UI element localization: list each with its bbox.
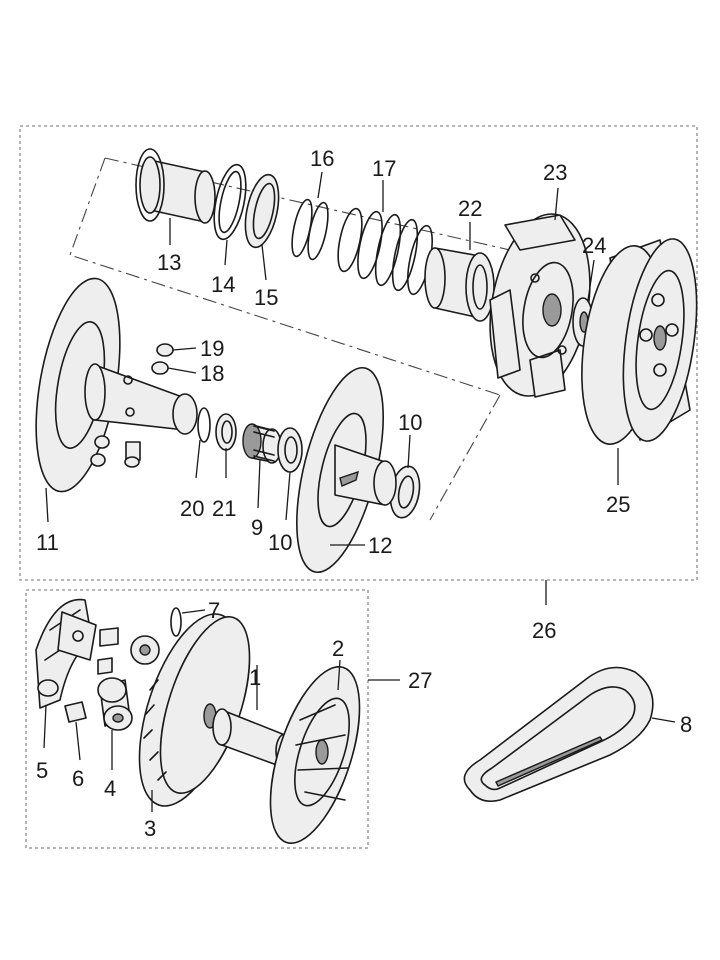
callout-24: 24 [582, 233, 606, 258]
leader-lines [43, 171, 676, 812]
group-27-box [25, 589, 369, 849]
callout-26: 26 [532, 618, 556, 643]
callout-17: 17 [372, 156, 396, 181]
callout-21: 21 [212, 496, 236, 521]
callout-4: 4 [104, 776, 116, 801]
spacer-part-21 [215, 413, 237, 451]
clutch-bell-part-25 [581, 238, 698, 445]
callout-13: 13 [157, 250, 181, 275]
drive-face-part-3 [138, 613, 251, 807]
slider-part-6 [64, 701, 87, 723]
callout-23: 23 [543, 160, 567, 185]
collar-part-13 [135, 148, 216, 224]
circlip-part-20 [197, 407, 211, 443]
washer-part-14 [213, 163, 247, 241]
drive-belt-part-8 [463, 666, 654, 803]
needle-bearing-part-9 [242, 423, 282, 464]
callout-1: 1 [249, 665, 261, 690]
pin-part-19 [156, 343, 174, 357]
o-ring-part-16 [291, 198, 329, 261]
callout-19: 19 [200, 336, 224, 361]
movable-sheave-part-12 [296, 366, 397, 574]
callout-25: 25 [606, 492, 630, 517]
roller-weight [130, 635, 160, 665]
callout-3: 3 [144, 816, 156, 841]
callout-10a: 10 [398, 410, 422, 435]
spring-part-17 [337, 207, 433, 296]
slide-pieces [90, 435, 141, 468]
callout-20: 20 [180, 496, 204, 521]
callout-12: 12 [368, 533, 392, 558]
pin-part-18 [151, 361, 169, 375]
bearing-part-22 [424, 247, 495, 322]
callout-7: 7 [208, 598, 220, 623]
callout-14: 14 [211, 272, 235, 297]
callout-22: 22 [458, 196, 482, 221]
callout-15: 15 [254, 285, 278, 310]
callout-8: 8 [680, 712, 692, 737]
callout-6: 6 [72, 766, 84, 791]
roller-weight-part-4 [97, 677, 133, 731]
callout-9: 9 [251, 515, 263, 540]
callout-5: 5 [36, 758, 48, 783]
callout-10b: 10 [268, 530, 292, 555]
callouts: 16 17 23 22 24 13 14 15 19 18 10 25 20 2… [36, 146, 692, 841]
slider-pieces [97, 627, 119, 675]
callout-18: 18 [200, 361, 224, 386]
fan-part-2 [269, 665, 361, 845]
oil-seal-part-10a [277, 427, 303, 473]
callout-2: 2 [332, 636, 344, 661]
seal-part-15 [244, 173, 280, 249]
callout-16: 16 [310, 146, 334, 171]
o-ring-part-7 [170, 607, 182, 637]
callout-11: 11 [36, 530, 59, 555]
group-26-box [19, 125, 698, 581]
callout-27: 27 [408, 668, 432, 693]
assembly-axis-line [69, 157, 511, 521]
ramp-plate-detail [57, 611, 97, 661]
sheave-shaft [84, 363, 198, 435]
